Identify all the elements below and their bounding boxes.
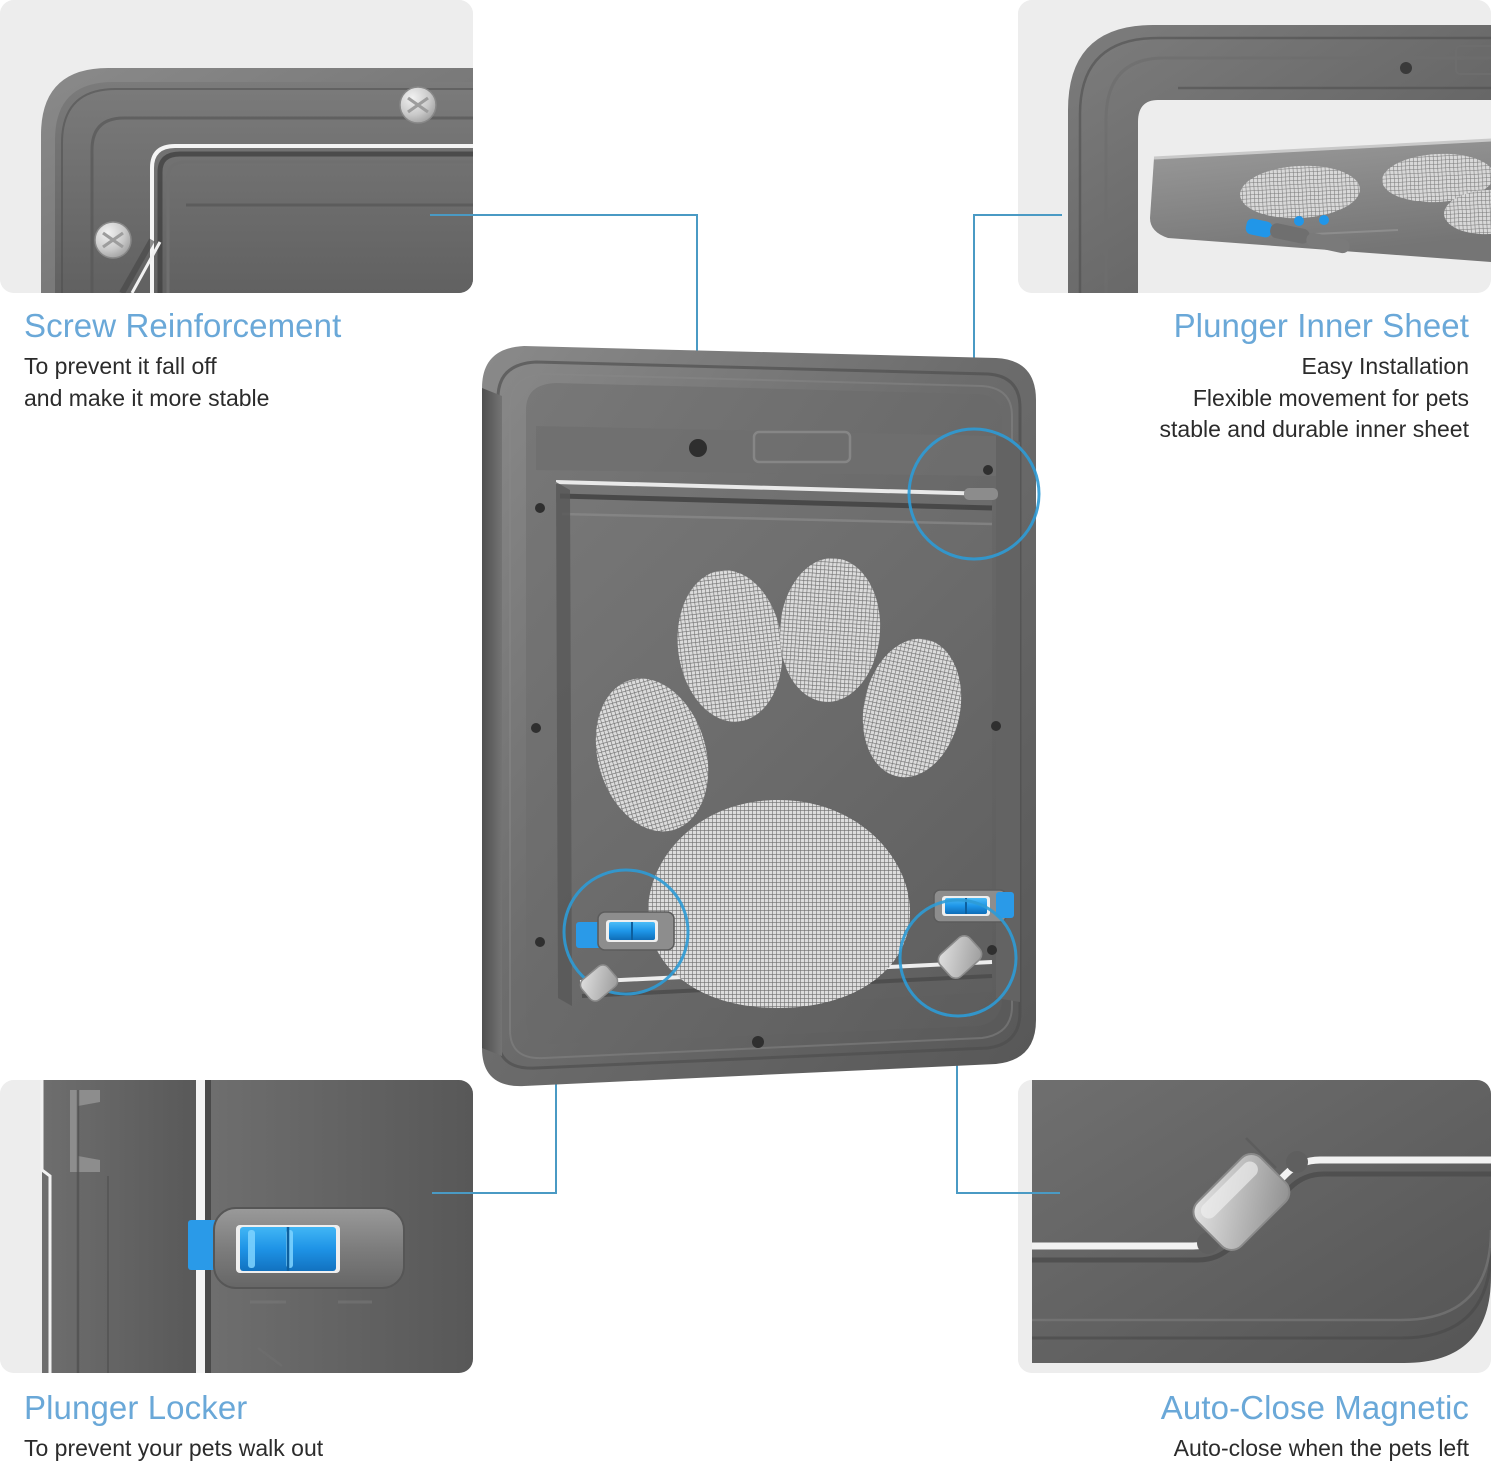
magnet-block-lower-right xyxy=(898,898,1018,1018)
callout-title-screw-reinforcement: Screw Reinforcement xyxy=(24,307,342,344)
callout-title-auto-close-magnetic: Auto-Close Magnetic xyxy=(1160,1389,1469,1426)
callout-plunger-inner-sheet: Plunger Inner Sheet Easy Installation Fl… xyxy=(949,307,1469,446)
paw-toe-pad-outer-right xyxy=(862,638,962,778)
inner-sheet-swinging-open-illustration xyxy=(1018,0,1491,293)
callout-screw-reinforcement: Screw Reinforcement To prevent it fall o… xyxy=(24,307,454,414)
top-screw-hole xyxy=(689,439,707,457)
callout-description-plunger-locker: To prevent your pets walk out xyxy=(24,1434,324,1461)
inner-sheet-flap xyxy=(1150,138,1491,262)
magnet-block xyxy=(1192,1153,1291,1251)
feature-photo-plunger-inner-sheet xyxy=(1018,0,1491,293)
bottom-screw-hole xyxy=(752,1036,764,1048)
callout-ring-inner-sheet xyxy=(907,427,1041,561)
plunger-hinge-pin-upper-right xyxy=(907,427,1041,561)
plunger-pin-blue-left xyxy=(1294,216,1304,226)
callout-description-screw-reinforcement: To prevent it fall off and make it more … xyxy=(24,352,270,411)
magnet-block-lower-left xyxy=(579,964,619,1002)
callout-auto-close-magnetic: Auto-Close Magnetic Auto-close when the … xyxy=(949,1389,1469,1465)
callout-ring-plunger-locker xyxy=(562,868,690,996)
door-corner-with-screws-illustration xyxy=(0,0,473,293)
pet-screen-door-svg xyxy=(482,346,1041,1087)
feature-photo-auto-close-magnetic xyxy=(1018,1080,1491,1373)
plunger-pin-blue-right xyxy=(1319,215,1329,225)
plunger-tip-blue xyxy=(1245,218,1350,254)
paw-toe-pad-inner-right xyxy=(779,558,881,702)
corner-magnet-block-closeup-illustration xyxy=(1018,1080,1491,1373)
paw-main-pad xyxy=(648,800,910,1008)
paw-toe-pad-outer-left xyxy=(595,678,709,832)
brand-plate-recess xyxy=(752,430,852,464)
paw-toe-pad-inner-left xyxy=(677,570,783,722)
callout-ring-auto-close-magnetic xyxy=(898,898,1018,1018)
callout-title-plunger-inner-sheet: Plunger Inner Sheet xyxy=(1173,307,1469,344)
blue-slider-lock-closeup-illustration xyxy=(0,1080,473,1373)
plunger-locker-lower-left xyxy=(562,868,690,996)
plunger-locker-lower-right xyxy=(933,889,1014,923)
product-illustration-pet-screen-door xyxy=(440,330,1070,1120)
callout-plunger-locker: Plunger Locker To prevent your pets walk… xyxy=(24,1389,494,1465)
callout-description-auto-close-magnetic: Auto-close when the pets left xyxy=(1173,1434,1469,1461)
paw-print-mesh xyxy=(595,558,962,1008)
plunger-locker-housing xyxy=(213,1207,405,1289)
callout-title-plunger-locker: Plunger Locker xyxy=(24,1389,248,1426)
frame-left-edge xyxy=(482,388,502,1056)
feature-photo-plunger-locker xyxy=(0,1080,473,1373)
screw-head-bottom-left xyxy=(94,221,132,259)
feature-photo-screw-reinforcement xyxy=(0,0,473,293)
screw-head-top-right xyxy=(399,86,437,124)
callout-description-plunger-inner-sheet: Easy Installation Flexible movement for … xyxy=(1159,352,1469,443)
hinge-column-right xyxy=(996,436,1020,1002)
